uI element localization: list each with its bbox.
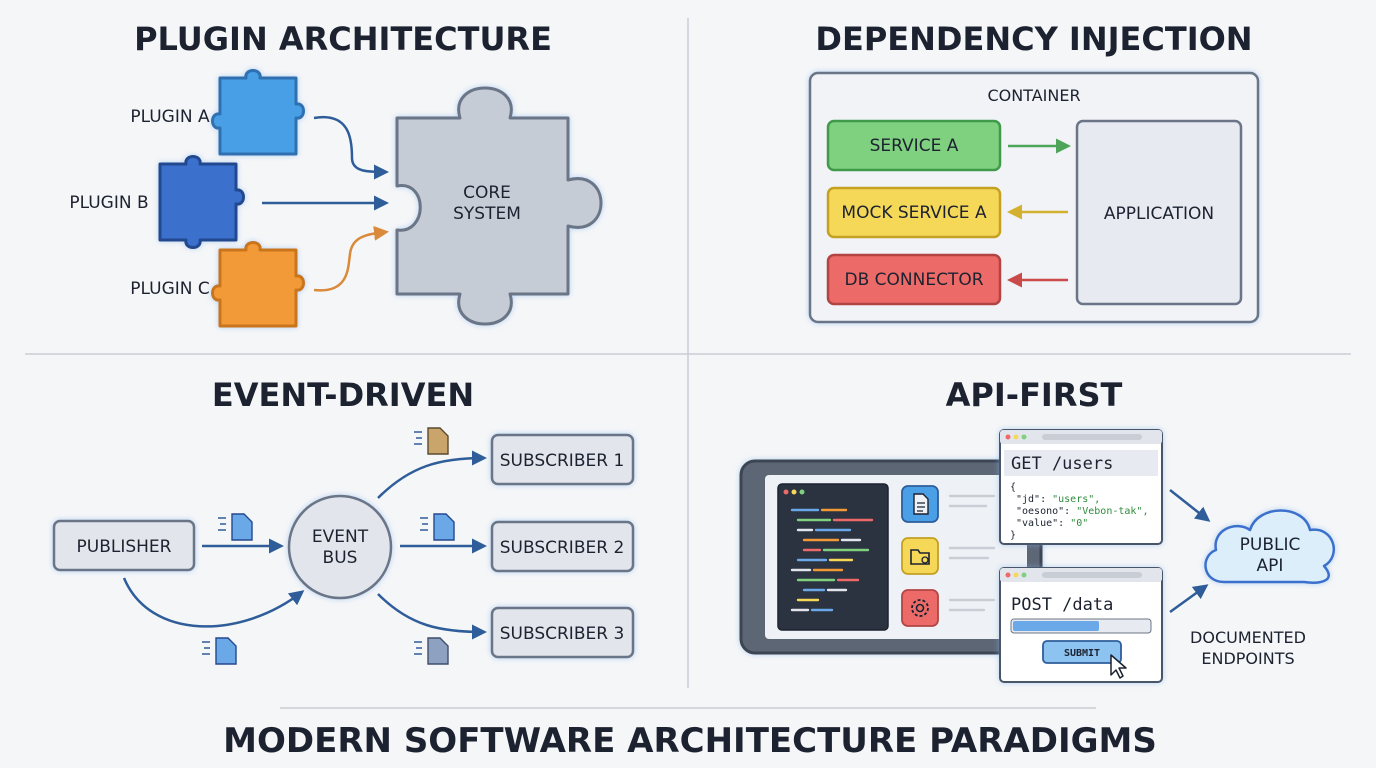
application-label: APPLICATION	[1104, 204, 1214, 224]
application-box	[1075, 119, 1243, 306]
window-dot	[1013, 572, 1019, 578]
message-document-icon	[420, 513, 455, 541]
submit-button-label: SUBMIT	[1064, 648, 1100, 659]
event-bus-circle	[287, 494, 393, 600]
plugin-c-label: PLUGIN C	[130, 279, 210, 299]
public-api-label-line2: API	[1257, 556, 1284, 576]
db-connector-box	[826, 253, 1002, 306]
document-icon	[901, 485, 939, 523]
subscriber-3-box	[490, 606, 635, 659]
plugin-a-arrow	[313, 115, 389, 180]
subscriber-2-label: SUBSCRIBER 2	[500, 538, 625, 558]
json-line-2: "oesono": "Vebon-tak",	[1016, 506, 1148, 517]
window-dot	[1005, 434, 1011, 440]
core-system-label-line2: SYSTEM	[453, 204, 521, 224]
post-endpoint-label: POST /data	[1011, 595, 1113, 615]
event-bus-label-line2: BUS	[323, 548, 358, 568]
get-to-api-arrow	[1169, 489, 1211, 522]
public-api-cloud-icon	[1204, 509, 1335, 584]
folder-icon	[901, 537, 939, 575]
subscriber-3-label: SUBSCRIBER 3	[500, 624, 625, 644]
message-document-icon	[414, 637, 449, 665]
plugin-panel-title: PLUGIN ARCHITECTURE	[134, 20, 552, 58]
plugin-c-puzzle-icon	[211, 241, 305, 328]
publisher-label: PUBLISHER	[77, 537, 172, 557]
publisher-box	[52, 519, 196, 572]
documented-endpoints-line2: ENDPOINTS	[1201, 649, 1294, 668]
gear-icon	[901, 589, 939, 627]
event-bus-label-line1: EVENT	[312, 527, 369, 547]
window-dot	[1013, 434, 1019, 440]
window-dot	[1021, 434, 1027, 440]
plugin-c-arrow	[313, 225, 389, 292]
get-endpoint-label: GET /users	[1011, 454, 1113, 474]
json-close: }	[1010, 530, 1016, 541]
plugin-architecture-panel: PLUGIN ARCHITECTURE PLUGIN A PLUGIN B PL…	[69, 20, 603, 328]
get-endpoint-bar	[1004, 450, 1158, 476]
container-label: CONTAINER	[987, 86, 1080, 105]
post-input-fill	[1013, 621, 1099, 631]
db-connector-label: DB CONNECTOR	[844, 270, 983, 290]
service-a-label: SERVICE A	[870, 136, 959, 156]
window-dot	[791, 489, 797, 495]
post-to-api-arrow	[1169, 584, 1209, 614]
code-editor-window	[777, 483, 889, 631]
service-a-box	[826, 119, 1002, 172]
footer-title: MODERN SOFTWARE ARCHITECTURE PARADIGMS	[223, 721, 1157, 761]
subscriber-2-box	[490, 520, 635, 573]
mock-service-a-box	[826, 186, 1002, 239]
code-lines	[790, 508, 874, 612]
message-document-icon	[218, 513, 253, 541]
plugin-b-puzzle-icon	[158, 155, 245, 249]
message-document-icon	[414, 427, 449, 455]
documented-endpoints-line1: DOCUMENTED	[1190, 628, 1306, 647]
publisher-curve-arrow	[122, 577, 305, 628]
subscriber-1-label: SUBSCRIBER 1	[500, 451, 625, 471]
plugin-b-label: PLUGIN B	[69, 193, 148, 213]
bus-to-subscriber-3-arrow	[377, 593, 487, 640]
bus-to-subscriber-1-arrow	[377, 450, 487, 499]
dependency-injection-panel: DEPENDENCY INJECTION CONTAINER SERVICE A…	[808, 20, 1260, 324]
json-open: {	[1010, 482, 1016, 493]
mouse-cursor-icon	[1110, 654, 1127, 679]
subscriber-1-box	[490, 433, 635, 486]
event-driven-panel: EVENT-DRIVEN PUBLISHER EVENT BUS SUBSCRI…	[52, 376, 635, 665]
placeholder-text-lines	[948, 494, 996, 612]
json-line-1: "jd": "users",	[1016, 494, 1100, 505]
plugin-a-puzzle-icon	[211, 69, 305, 156]
window-dot	[799, 489, 805, 495]
mock-service-a-label: MOCK SERVICE A	[841, 203, 987, 223]
window-address-bar	[1042, 572, 1142, 578]
api-panel-title: API-FIRST	[946, 376, 1123, 414]
submit-button[interactable]	[1042, 640, 1122, 664]
event-panel-title: EVENT-DRIVEN	[212, 376, 474, 414]
window-dot	[1005, 572, 1011, 578]
plugin-a-label: PLUGIN A	[130, 107, 210, 127]
window-dot	[783, 489, 789, 495]
message-document-icon	[202, 637, 237, 665]
api-first-panel: API-FIRST	[739, 376, 1335, 683]
di-panel-title: DEPENDENCY INJECTION	[815, 20, 1252, 58]
core-system-puzzle-icon	[395, 86, 603, 326]
json-line-3: "value": "0"	[1016, 518, 1088, 529]
window-dot	[1021, 572, 1027, 578]
window-address-bar	[1042, 434, 1142, 440]
public-api-label-line1: PUBLIC	[1240, 535, 1301, 555]
core-system-label-line1: CORE	[463, 183, 511, 203]
